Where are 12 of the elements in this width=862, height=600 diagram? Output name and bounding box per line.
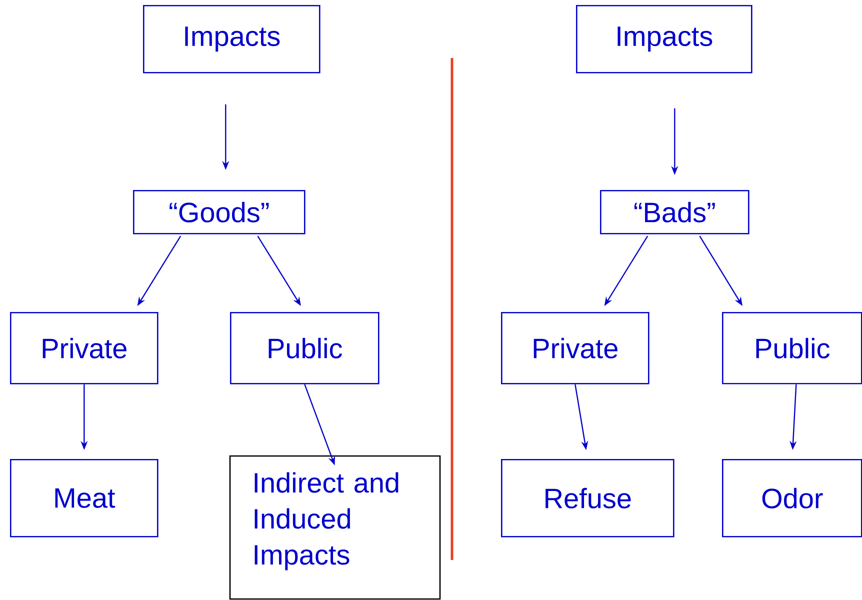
text-box: Impacts [143,5,320,74]
text-box: Meat [10,459,158,538]
text-box: Refuse [501,459,674,538]
text-box: Public [230,312,380,384]
text-box: “Bads” [600,190,750,234]
text-box: Public [722,312,862,384]
text-box: Impacts [576,5,752,74]
text-box: “Goods” [133,190,306,234]
text-box: Private [10,312,158,384]
text-box: Private [501,312,650,384]
text-box: Indirect and Induced Impacts [229,455,441,600]
text-box: Odor [722,459,862,538]
